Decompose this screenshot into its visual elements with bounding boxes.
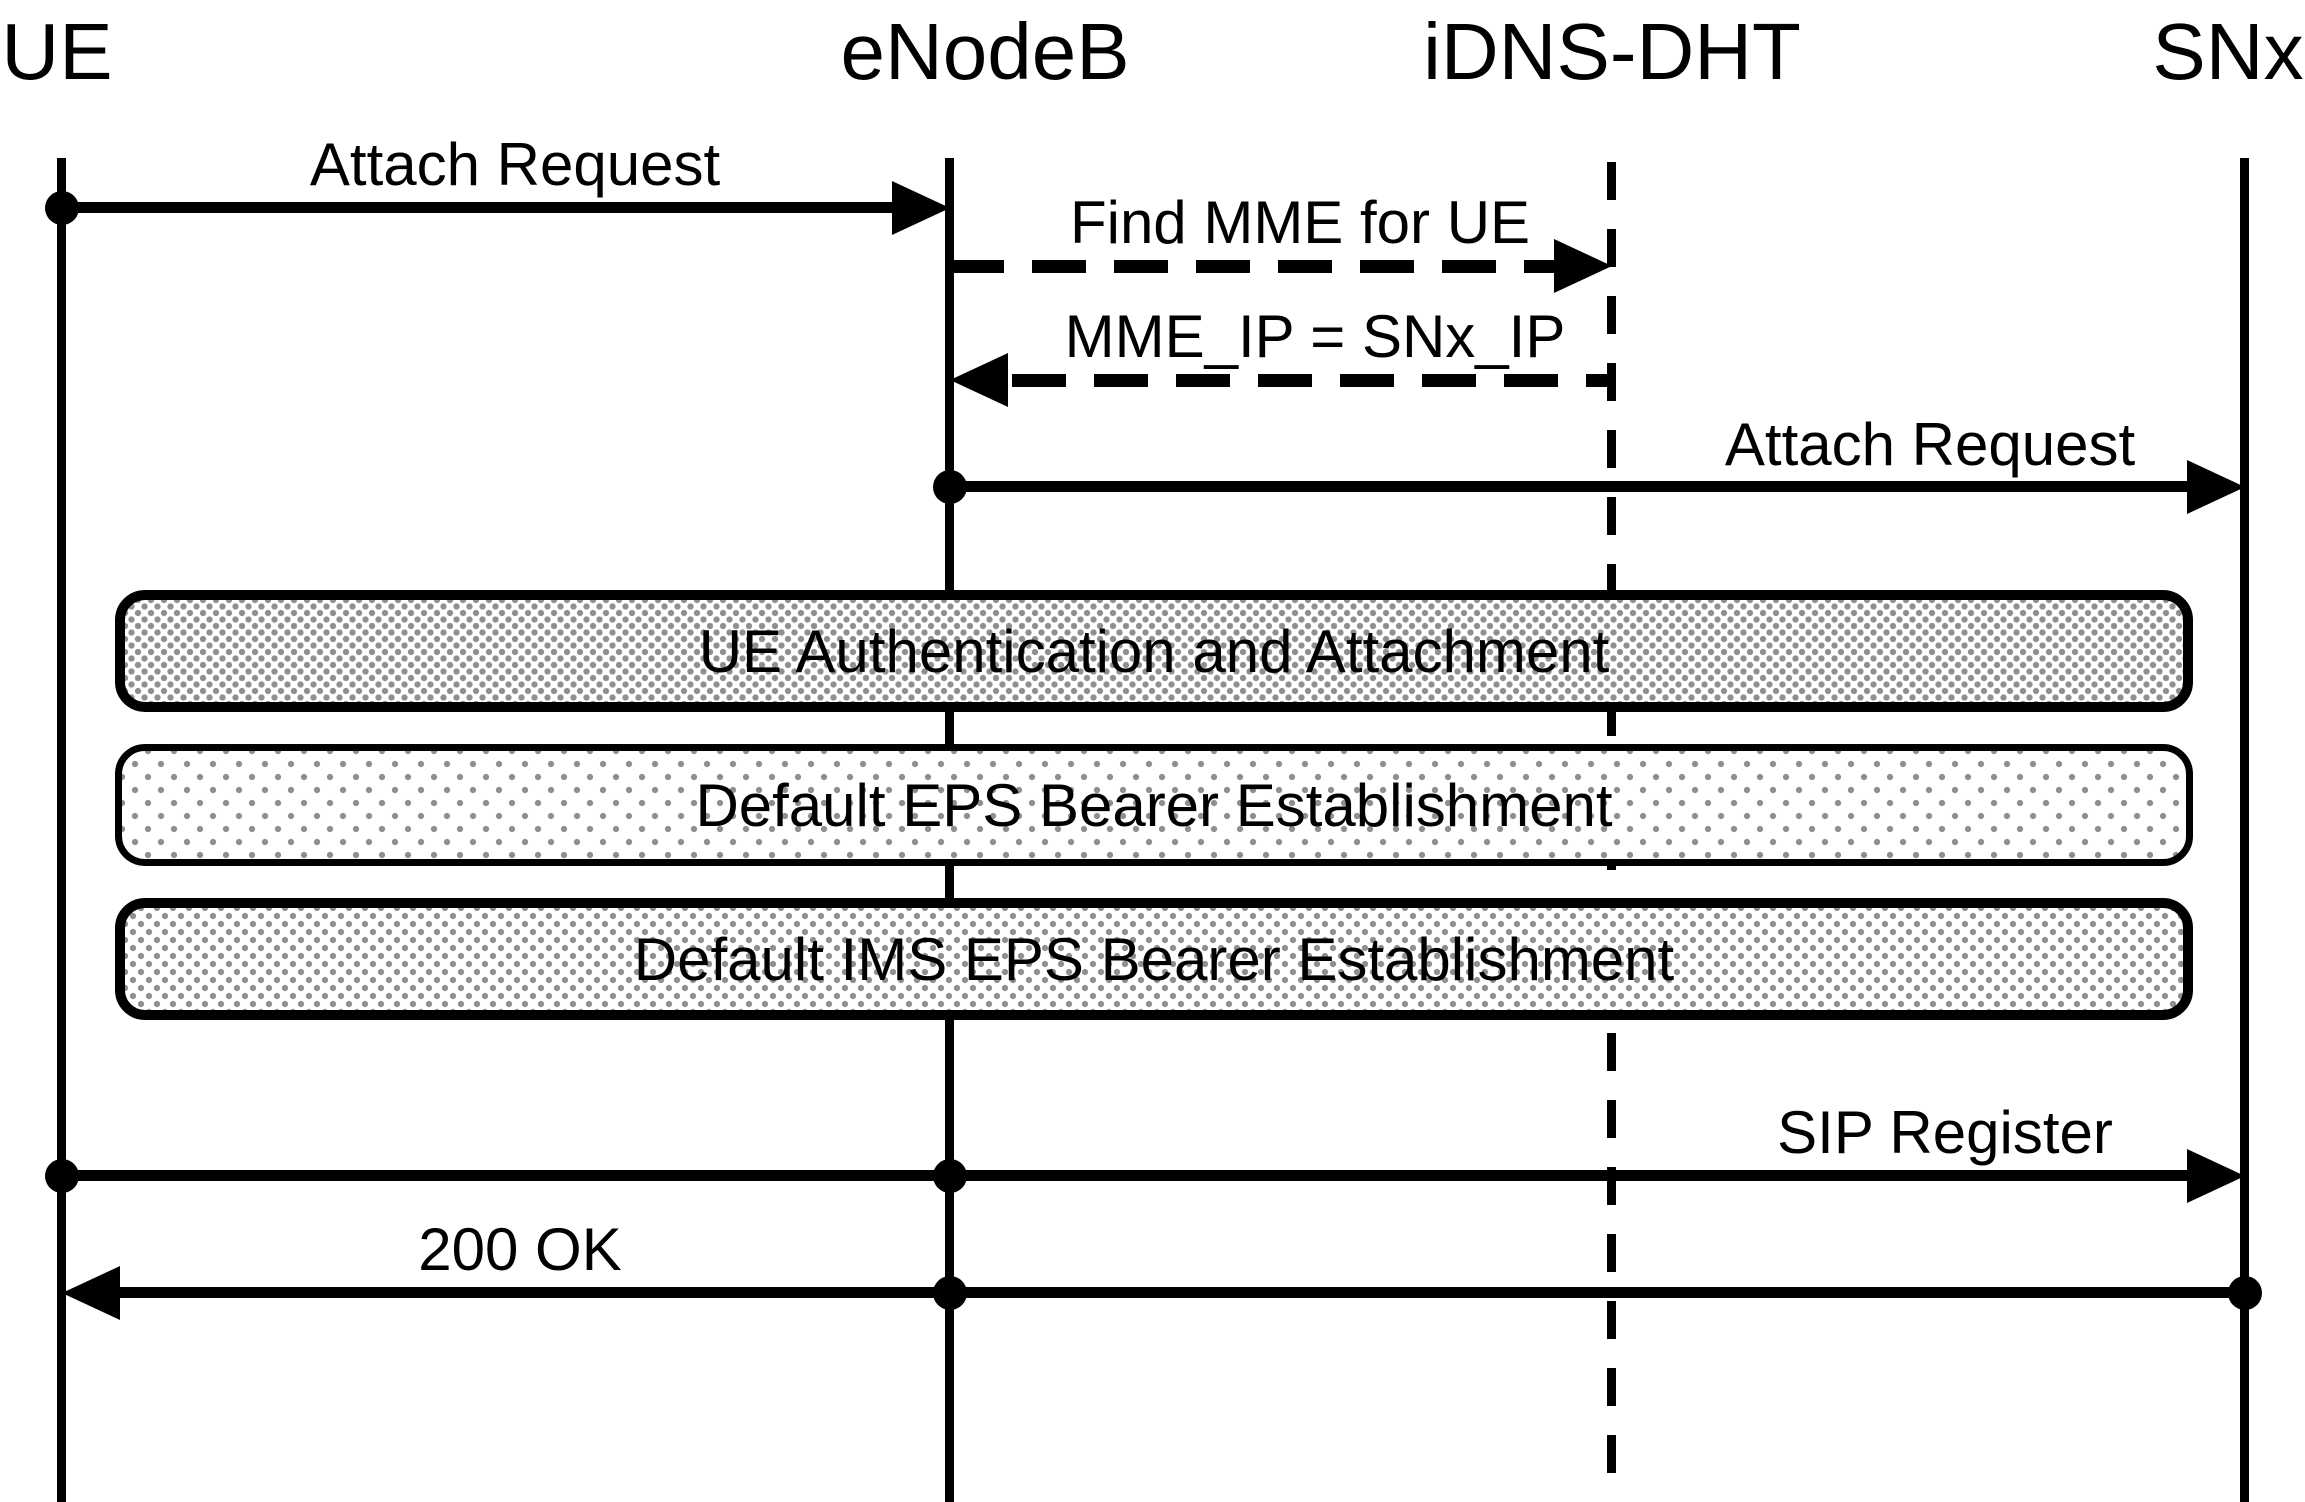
activity-label: UE Authentication and Attachment — [698, 617, 1610, 685]
event-dot — [933, 1276, 967, 1310]
activity-label: Default IMS EPS Bearer Establishment — [633, 925, 1675, 993]
event-dot — [45, 1159, 79, 1193]
message-label: MME_IP = SNx_IP — [1064, 303, 1566, 370]
arrowhead-left-icon — [950, 353, 1008, 407]
message-arrow-shaft — [62, 1170, 2187, 1181]
message-label: Attach Request — [309, 131, 721, 198]
message-arrow-shaft — [950, 481, 2187, 492]
activity-box-ue-authentication: UE Authentication and Attachment — [115, 590, 2193, 712]
arrowhead-left-icon — [62, 1266, 120, 1320]
message-arrow-shaft — [62, 202, 894, 213]
participant-label-idns-dht: iDNS-DHT — [1423, 7, 1801, 96]
event-dot — [2228, 1276, 2262, 1310]
participant-label-ue: UE — [1, 7, 113, 96]
lifeline-snx — [2240, 158, 2249, 1502]
event-dot — [933, 470, 967, 504]
arrowhead-right-icon — [2187, 460, 2245, 514]
event-dot — [45, 191, 79, 225]
activity-box-default-eps-bearer: Default EPS Bearer Establishment — [115, 744, 2193, 866]
arrowhead-right-icon — [892, 181, 950, 235]
lifeline-ue — [57, 158, 66, 1502]
activity-label: Default EPS Bearer Establishment — [695, 771, 1613, 839]
message-arrow-shaft — [1012, 374, 1612, 387]
arrowhead-right-icon — [2187, 1149, 2245, 1203]
message-label: 200 OK — [418, 1216, 622, 1283]
message-arrow-shaft — [118, 1287, 2245, 1298]
message-label: Find MME for UE — [1069, 189, 1531, 256]
message-label: Attach Request — [1724, 411, 2136, 478]
event-dot — [933, 1159, 967, 1193]
message-label: SIP Register — [1777, 1099, 2113, 1166]
participant-label-snx: SNx — [2152, 7, 2304, 96]
participant-label-enodeb: eNodeB — [840, 7, 1130, 96]
activity-box-default-ims-eps-bearer: Default IMS EPS Bearer Establishment — [115, 898, 2193, 1020]
message-arrow-shaft — [950, 260, 1554, 273]
arrowhead-right-icon — [1554, 239, 1612, 293]
